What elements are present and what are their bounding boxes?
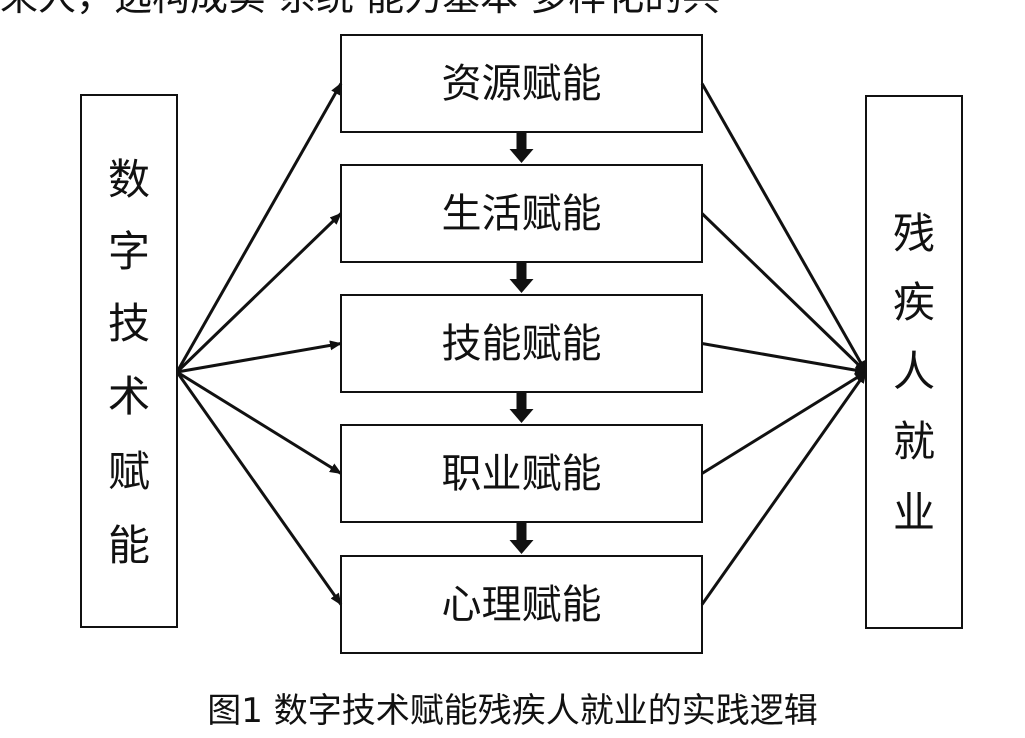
- target-char-1: 残: [893, 209, 935, 258]
- source-char-3: 技: [108, 299, 150, 348]
- target-arrow-1: [700, 82, 868, 373]
- stage-box-4: [340, 424, 703, 523]
- stage-box-3: [340, 294, 703, 393]
- source-to-stage-arrows: [175, 82, 343, 606]
- stage-label-3: 技能赋能: [442, 321, 602, 367]
- top-cropped-text: 来人，选构成实 系统 能力基本 多样化的共: [0, 0, 720, 19]
- source-box: [80, 94, 178, 628]
- target-arrow-3: [701, 342, 867, 376]
- down-arrow-shaft-2: [516, 263, 527, 280]
- target-char-4: 就: [893, 417, 935, 466]
- down-arrow-head-4: [509, 540, 534, 554]
- source-char-4: 术: [108, 372, 150, 421]
- down-arrow-shaft-4: [516, 523, 527, 541]
- target-arrow-2: [700, 212, 868, 374]
- target-char-3: 人: [893, 347, 935, 396]
- stage-label-5: 心理赋能: [442, 582, 602, 628]
- source-char-6: 能: [108, 521, 150, 570]
- target-char-5: 业: [893, 488, 935, 537]
- target-arrow-4: [701, 370, 867, 475]
- source-arrow-3: [176, 340, 342, 374]
- source-char-5: 赋: [108, 447, 150, 496]
- stage-to-target-arrows: [700, 82, 868, 606]
- source-arrow-1: [175, 82, 343, 373]
- down-arrow-head-3: [509, 409, 534, 423]
- stage-down-arrows: [509, 133, 534, 554]
- source-char-2: 字: [108, 227, 150, 276]
- stage-box-2: [340, 164, 703, 263]
- source-box-label: 数字技术赋能: [108, 155, 150, 570]
- source-char-1: 数: [108, 155, 150, 204]
- target-box-label: 残疾人就业: [893, 209, 935, 537]
- stage-label-1: 资源赋能: [442, 61, 602, 107]
- stage-box-1: [340, 34, 703, 133]
- target-arrow-5: [700, 371, 868, 606]
- source-arrow-5: [175, 371, 343, 606]
- stage-label-4: 职业赋能: [442, 451, 602, 497]
- down-arrow-shaft-3: [516, 393, 527, 410]
- stage-label-2: 生活赋能: [442, 191, 602, 237]
- figure-caption: 图1 数字技术赋能残疾人就业的实践逻辑: [207, 691, 817, 731]
- down-arrow-head-1: [509, 149, 534, 163]
- source-arrow-2: [175, 212, 343, 374]
- down-arrow-head-2: [509, 279, 534, 293]
- stage-box-5: [340, 555, 703, 654]
- target-char-2: 疾: [893, 278, 935, 327]
- source-arrow-4: [176, 370, 342, 475]
- target-box: [865, 95, 963, 629]
- down-arrow-shaft-1: [516, 133, 527, 150]
